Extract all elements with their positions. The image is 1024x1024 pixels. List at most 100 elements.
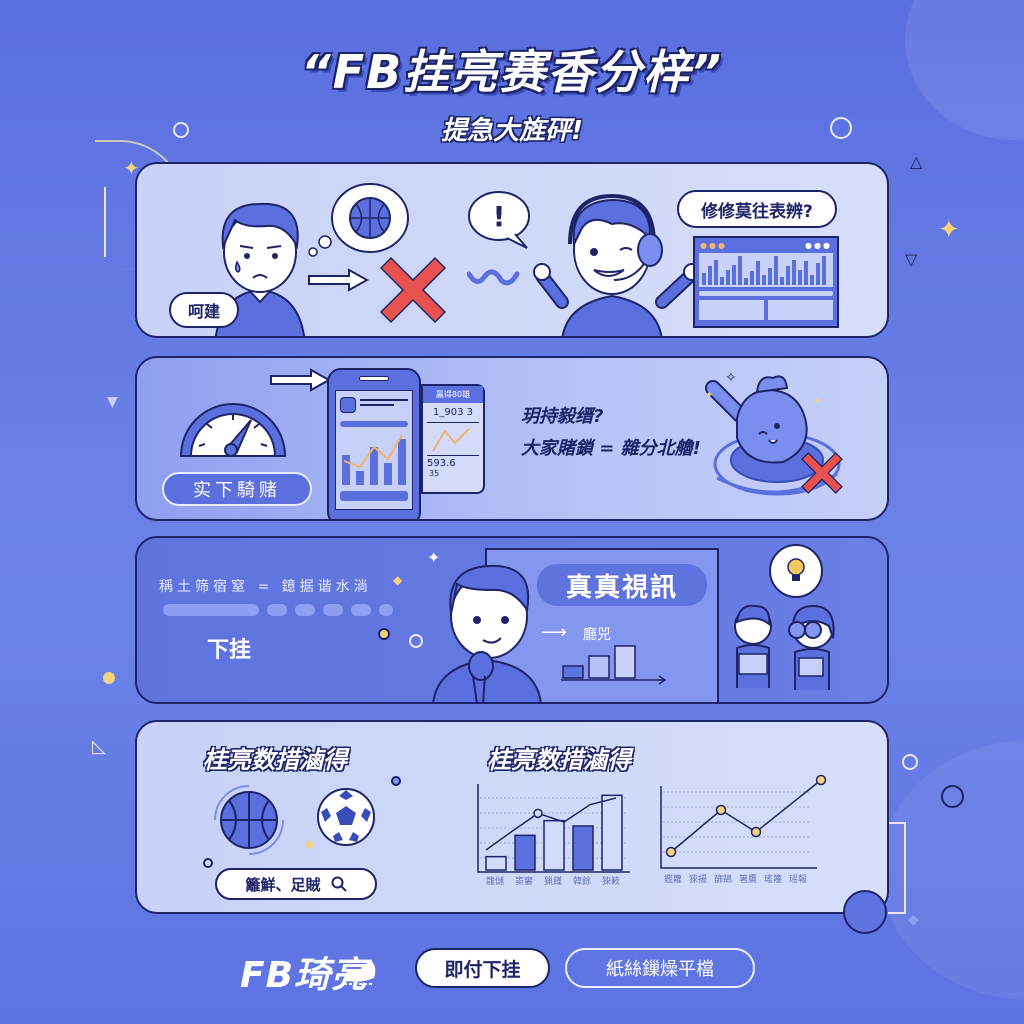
soccer-ball-icon: [315, 786, 377, 848]
progress-indicator: [163, 604, 393, 616]
sneaker-icon: [340, 952, 378, 988]
x-tick-label: 猍揚: [688, 875, 707, 885]
place-bet-link[interactable]: 下挂: [207, 638, 252, 663]
avatar: [340, 397, 356, 413]
dashboard-bar: [774, 256, 778, 285]
ring-deco: [391, 776, 401, 786]
mini-line-chart: [768, 300, 833, 320]
x-tick-label: 箸鷹: [738, 875, 757, 885]
name-tag: 呵建: [169, 292, 239, 328]
dashboard-bar: [810, 274, 814, 285]
svg-text:✦: ✦: [813, 396, 821, 407]
ring-deco: [941, 785, 964, 808]
ring-deco: [902, 754, 918, 770]
dashboard-bar: [756, 261, 760, 285]
dashboard-bar: [786, 266, 790, 285]
x-tick-label: 雛儲: [485, 877, 504, 887]
dashboard-bar: [726, 269, 730, 285]
dashboard-bar: [762, 274, 766, 285]
triangle-icon: ▼: [107, 394, 118, 410]
dashboard-bar: [732, 264, 736, 285]
dot-deco: [103, 672, 115, 684]
x-tick-label: 瑤篾: [763, 875, 782, 885]
basketball-icon: [349, 197, 391, 239]
dashboard-bar: [822, 256, 826, 285]
triangle-icon: ▽: [905, 250, 918, 269]
triangle-icon: △: [910, 152, 923, 171]
video-bar-chart: [561, 645, 667, 685]
arrow-right-icon: ⟶: [541, 622, 567, 643]
dashboard-bar: [744, 278, 748, 285]
stats-small-value: 35: [429, 469, 440, 478]
worried-person-illustration: [205, 194, 315, 336]
sparkle-icon: ◆: [393, 573, 403, 587]
panel-problem: 呵建 !: [135, 162, 889, 338]
line-chart: [660, 774, 827, 869]
lightbulb-icon: [787, 558, 805, 581]
sports-search-field[interactable]: 籬鮮、足賊: [215, 868, 377, 900]
sports-section-title: 桂亮数措滷得: [203, 746, 347, 774]
chart-section-title: 桂亮数措滷得: [487, 746, 631, 774]
question-text: 玥持毅缙?: [521, 406, 604, 427]
ring-deco: [173, 122, 189, 138]
page-title: “FB挂亮赛香分梓”: [301, 45, 723, 99]
phone-mockup: [327, 368, 421, 519]
bracket-deco: [888, 822, 906, 914]
exclamation-bubble: !: [467, 190, 543, 250]
gauge-label-button[interactable]: 实下騎赌: [162, 472, 312, 506]
dashboard-bar: [798, 269, 802, 285]
window-dots: ●●●: [805, 241, 832, 250]
panel-data: 桂亮数措滷得 ◆ 籬鮮、足賊 桂亮数措滷得 雛儲窦窶猟饉韓餘猍簌 鑑籮猍揚篩鵠箸…: [135, 720, 889, 914]
panel-video: 稱土筛宿窒 = 鐿据谐水淌 ◆ 下挂 真真視訊 ⟶ 廳兕: [135, 536, 889, 704]
video-title-badge: 真真視訊: [537, 564, 707, 606]
sparkle-icon: ✦: [123, 156, 140, 180]
dashboard-bar: [804, 261, 808, 285]
bar-chart: [477, 784, 630, 873]
speedometer-icon: [177, 388, 289, 458]
arrow-right-icon: [307, 268, 369, 292]
presenter-illustration: [427, 554, 557, 702]
dashboard-bar: [708, 266, 712, 285]
thought-bubble-idea: [769, 544, 823, 598]
svg-text:✧: ✧: [725, 370, 737, 386]
sparkle-icon: ✦: [427, 548, 441, 567]
thought-bubble: [307, 182, 417, 262]
platform-link-button[interactable]: 紙絲鏁燥平檔: [565, 948, 755, 988]
phone-chart: [342, 434, 406, 485]
svg-text:!: !: [493, 200, 506, 233]
video-caption: 廳兕: [583, 627, 611, 643]
line-deco: [104, 187, 106, 257]
ring-deco: [409, 634, 423, 648]
x-tick-label: 猍簌: [601, 877, 620, 887]
stats-card: 贏得80雄 1_903 3 593.6 35: [421, 384, 485, 494]
stats-top-value: 1_903 3: [427, 403, 479, 423]
dashboard-bar: [768, 268, 772, 285]
circle-deco: [843, 890, 887, 934]
bet-now-button[interactable]: 即付下挂: [415, 948, 550, 988]
dashboard-bar: [720, 276, 724, 285]
dashboard-bar: [702, 273, 706, 285]
triangle-icon: ◺: [92, 736, 106, 757]
x-tick-label: 鑑籮: [663, 875, 682, 885]
dashboard-bar-chart: [699, 253, 833, 287]
page-subtitle: 提急大旌砰!: [441, 116, 583, 146]
x-tick-label: 窦窶: [514, 877, 533, 887]
dashboard-screen: ●●● ●●●: [693, 236, 839, 328]
dashboard-bar: [738, 256, 742, 285]
sparkle-icon: ✦: [938, 215, 960, 245]
panel-tools: 实下騎赌 贏得80雄 1_903 3 593.6 35: [135, 356, 889, 521]
red-x-icon: [797, 448, 847, 498]
x-tick-label: 篩鵠: [713, 875, 732, 885]
sinking-mascot-illustration: ✧ ✦ ✦: [697, 368, 857, 518]
agent-speech-bubble: 修修莫往表辨?: [677, 190, 837, 228]
ring-deco: [830, 117, 852, 139]
x-tick-label: 瑶報: [788, 875, 807, 885]
stats-bottom-value: 593.6: [427, 455, 479, 469]
search-icon[interactable]: [331, 876, 347, 892]
statement-text: 大家賭鎖 = 雜分北艪!: [521, 438, 701, 459]
x-tick-label: 猟饉: [543, 877, 562, 887]
kids-with-binoculars-illustration: [725, 598, 845, 698]
arrow-right-icon: [269, 368, 331, 392]
diamond-icon: ◆: [908, 912, 919, 928]
headline-text: 稱土筛宿窒 = 鐿据谐水淌: [159, 579, 372, 595]
